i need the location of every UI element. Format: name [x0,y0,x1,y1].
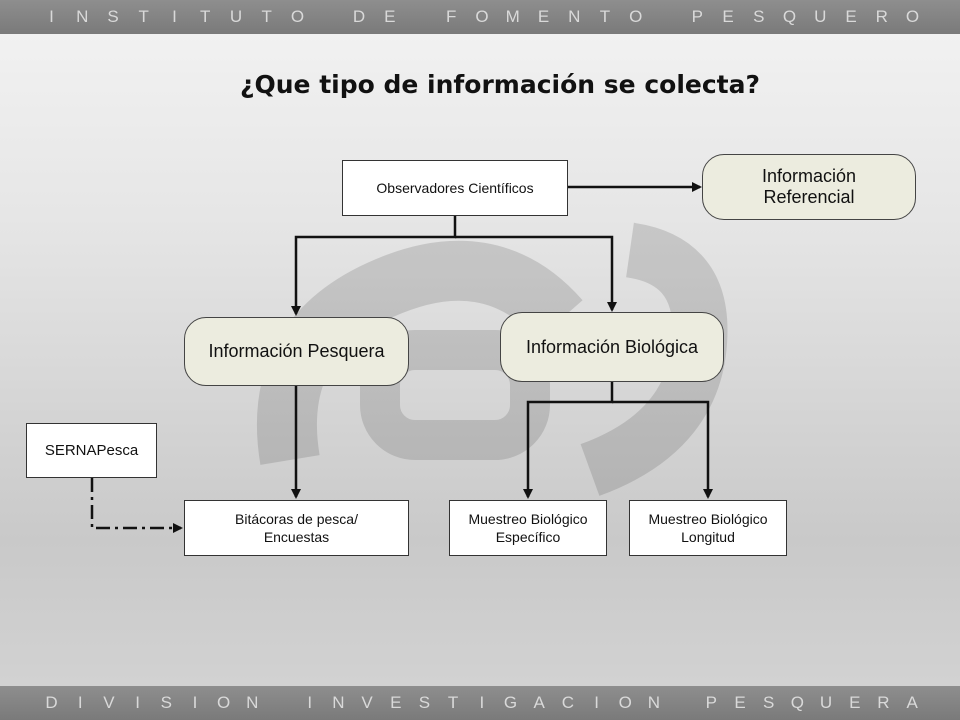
node-observadores-cientificos: Observadores Científicos [342,160,568,216]
banner-letter: S [107,7,119,26]
banner-letter: G [503,693,518,712]
node-longitud-line2: Longitud [681,529,735,545]
banner-letter: M [505,7,520,26]
banner-letter: T [200,7,211,26]
arrow-sernapesca-to-bitacoras [90,478,183,533]
banner-letter: P [705,693,717,712]
banner-letter: O [290,7,305,26]
banner-letter: E [734,693,746,712]
banner-letter: A [906,693,918,712]
arrow-observadores-to-biologica [455,235,617,312]
banner-letter: V [103,693,115,712]
banner-letter: I [135,693,140,712]
banner-letter: V [361,693,373,712]
banner-letter: I [192,693,198,712]
banner-letter: S [418,693,431,712]
banner-letter: C [561,693,575,712]
banner-letter: N [246,693,259,712]
banner-letter: P [691,7,703,26]
banner-letter [675,693,690,713]
banner-letter [274,693,289,713]
banner-letter: N [647,693,661,712]
node-bitacoras-line1: Bitácoras de pesca/ [235,511,358,527]
node-pesquera-label: Información Pesquera [208,341,385,361]
banner-letter: I [172,7,177,26]
banner-letter: O [629,7,643,26]
node-muestreo-especifico: Muestreo Biológico Específico [449,500,607,556]
banner-letter: D [352,7,366,26]
banner-letter: I [479,693,485,712]
banner-letter: N [76,7,89,26]
node-especifico-line1: Muestreo Biológico [468,511,588,527]
node-sernapesca: SERNAPesca [26,423,157,478]
banner-letter: F [446,7,457,26]
banner-letter: N [332,693,345,712]
banner-letter: U [819,693,833,712]
arrow-biologica-to-muestreo-longitud [612,400,713,499]
banner-letter: T [261,7,272,26]
banner-letter: E [384,7,396,26]
node-biologica-label: Información Biológica [525,336,699,357]
banner-letter: Q [790,693,804,712]
banner-letter: I [307,693,313,712]
node-longitud-line1: Muestreo Biológico [648,511,768,527]
banner-letter: D [45,693,58,712]
banner-letter: R [877,693,890,712]
node-observadores-label: Observadores Científicos [376,180,534,196]
banner-letter: O [905,7,920,26]
arrow-observadores-to-pesquera [291,216,457,316]
banner-letter: I [49,7,54,26]
node-muestreo-longitud: Muestreo Biológico Longitud [629,500,787,556]
banner-letter: E [390,693,402,712]
banner-letter: I [77,693,83,712]
banner-letter: E [845,7,857,26]
node-referencial-line1: Información [761,166,857,186]
banner-letter: Q [782,7,797,26]
banner-letter: R [875,7,888,26]
page-title: ¿Que tipo de información se colecta? [240,70,760,99]
banner-letter: O [618,693,632,712]
banner-letter: O [217,693,231,712]
node-sernapesca-label: SERNAPesca [44,441,139,459]
banner-letter: E [849,693,861,712]
banner-letter: T [599,7,611,26]
banner-letter: E [537,7,550,26]
banner-letter: N [568,7,581,26]
node-bitacoras-line2: Encuestas [263,529,330,545]
banner-letter: S [763,693,775,712]
banner-letter: T [447,693,459,712]
banner-letter: S [753,7,765,26]
node-informacion-biologica: Información Biológica [500,312,724,382]
node-especifico-line2: Específico [495,529,561,545]
banner-letter: U [814,7,827,26]
banner-letter: E [722,7,734,26]
node-informacion-pesquera: Información Pesquera [184,317,409,386]
banner-letter: I [594,693,599,712]
banner-letter: S [160,693,172,712]
node-referencial-line2: Referencial [763,187,855,207]
banner-letter: U [229,7,243,26]
arrow-biologica-to-muestreo-especifico [523,382,614,499]
banner-letter: T [138,7,149,26]
banner-letter: A [533,693,545,712]
node-bitacoras-encuestas: Bitácoras de pesca/ Encuestas [184,500,409,556]
node-informacion-referencial: Información Referencial [702,154,916,220]
banner-letter: O [475,7,489,26]
